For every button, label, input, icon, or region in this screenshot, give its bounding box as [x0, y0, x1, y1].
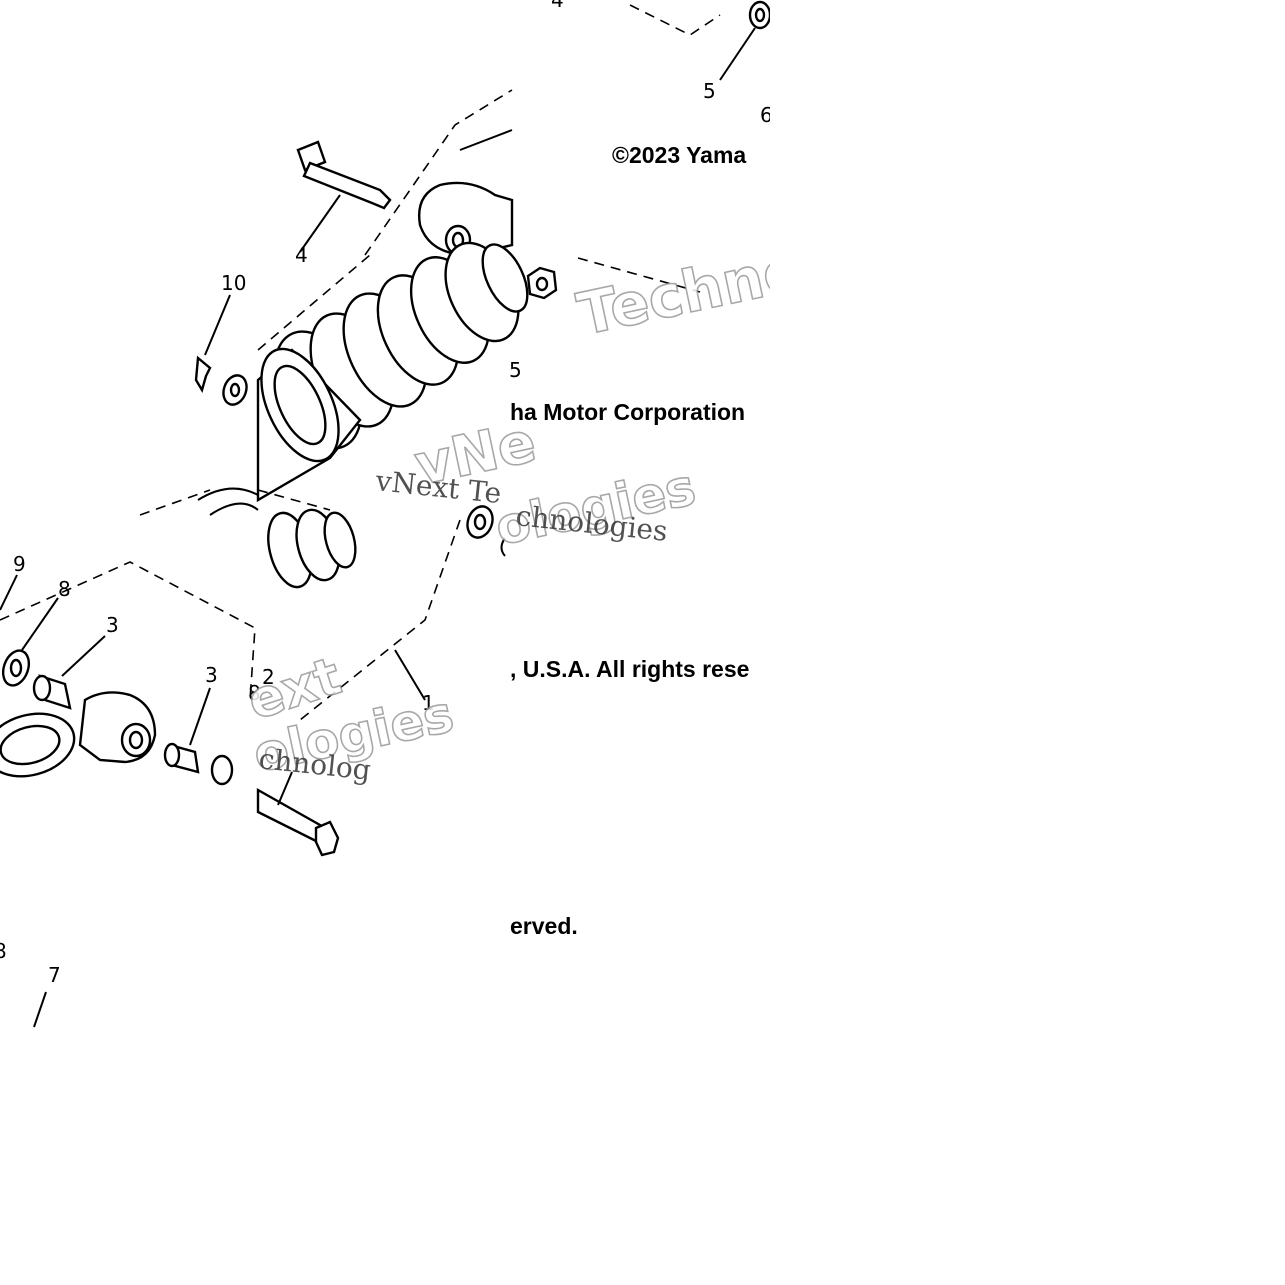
damper-body [256, 347, 362, 503]
callout-3-right: 3 [205, 663, 218, 687]
callout-4-top: 4 [551, 0, 564, 12]
copyright-line-1: ©2023 Yama [612, 142, 746, 168]
bottom-left-fragment: 8 7 [0, 939, 61, 1028]
callout-8-bottom: 8 [0, 939, 7, 963]
lower-middle-panel: 1 [197, 487, 506, 857]
collar-left: 3 [32, 613, 119, 710]
washer-and-cotter: 10 [194, 271, 248, 406]
pivot-bolt: 4 [295, 140, 392, 267]
callout-1: 1 [422, 691, 435, 715]
callout-8: 8 [58, 577, 71, 601]
shock-absorber-panel: 4 [194, 89, 701, 503]
lock-nut [526, 266, 558, 300]
washer-lower [466, 505, 506, 557]
callout-10: 10 [221, 271, 246, 295]
copyright-line-4: erved. [510, 913, 578, 939]
long-bolt [256, 771, 340, 857]
lower-left-panel: 3 8 9 3 2 8 [0, 489, 275, 786]
callout-2: 2 [262, 665, 275, 689]
callout-7: 7 [48, 963, 61, 987]
callout-4: 4 [295, 243, 308, 267]
top-eyelet [418, 129, 514, 257]
callout-8-right: 8 [248, 681, 261, 705]
callout-3-left: 3 [106, 613, 119, 637]
bottom-clevis [0, 691, 157, 778]
collar-right: 3 [163, 663, 218, 774]
callout-6: 6 [760, 103, 773, 127]
callout-5-top: 5 [703, 79, 716, 103]
spring-end [197, 487, 357, 589]
upper-right-fragment: 5 6 4 ©2023 Yama [551, 0, 773, 168]
washer-8: 8 9 [0, 552, 71, 687]
callout-5-mid: 5 [509, 358, 522, 382]
copyright-line-2: ha Motor Corporation [510, 399, 745, 425]
callout-9: 9 [13, 552, 26, 576]
washer-right [210, 754, 234, 786]
copyright-line-3: , U.S.A. All rights rese [510, 656, 749, 682]
